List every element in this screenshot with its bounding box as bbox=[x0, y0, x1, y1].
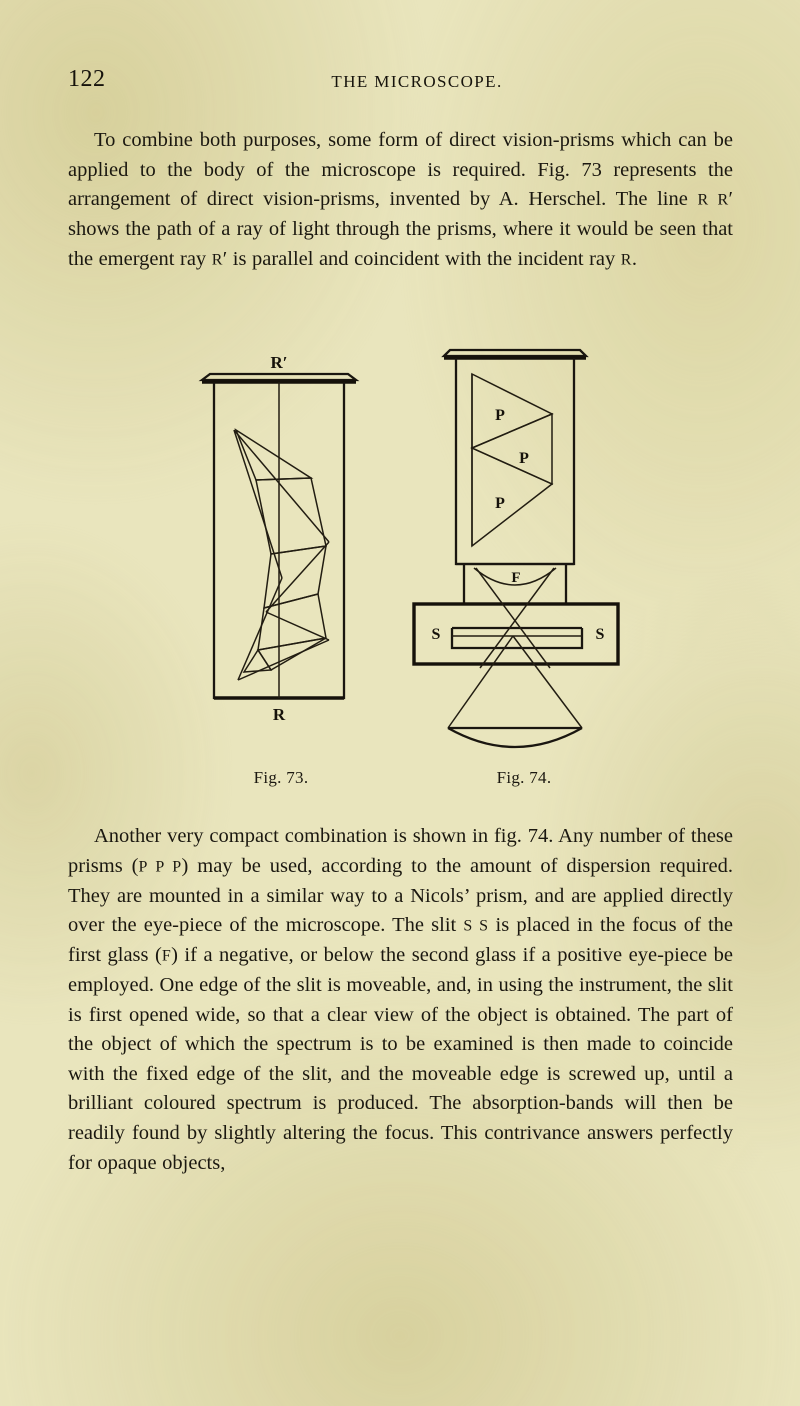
fig74-lens-f-curve bbox=[473, 567, 557, 586]
fig73-ray-path bbox=[233, 429, 330, 681]
fig74-prism-middle bbox=[470, 412, 553, 486]
p2-seg-d: ) if a negative, or below the second gla… bbox=[68, 944, 733, 1174]
fig73-label-r: R bbox=[273, 705, 286, 724]
p2-seg-a: Another very compact combination is show… bbox=[68, 825, 733, 877]
p1-smallcaps-r3: R bbox=[620, 251, 632, 269]
p2-smallcaps-f: F bbox=[161, 947, 172, 965]
p1-prime-1: ′ bbox=[728, 188, 734, 211]
fig74-slit-housing bbox=[412, 602, 620, 666]
fig74-label-s-right: S bbox=[596, 626, 605, 643]
p1-seg-b: shows the path of a ray of light through… bbox=[68, 218, 733, 270]
p1-prime-2: ′ bbox=[222, 247, 228, 270]
fig73-label-r-prime: R′ bbox=[270, 353, 287, 372]
p2-smallcaps-ss: S S bbox=[463, 917, 489, 935]
p1-seg-c: is parallel and coincident with the inci… bbox=[227, 247, 621, 270]
fig74-bottom-lens bbox=[447, 726, 583, 749]
fig73-tube-cap bbox=[198, 372, 360, 384]
fig74-prism-lower bbox=[471, 446, 554, 548]
fig74-ray-cone bbox=[447, 567, 583, 729]
p1-seg-a: To combine both purposes, some form of d… bbox=[68, 129, 733, 211]
page-folio-number: 122 bbox=[68, 66, 106, 92]
fig74-label-p-upper: P bbox=[495, 407, 505, 424]
fig74-label-p-middle: P bbox=[519, 450, 529, 467]
fig74-prism-stack bbox=[470, 372, 554, 548]
fig74-prism-barrel bbox=[454, 358, 576, 566]
running-head: 122 THE MICROSCOPE. bbox=[68, 66, 732, 92]
body-paragraph-one: To combine both purposes, some form of d… bbox=[68, 126, 733, 275]
body-paragraph-two: Another very compact combination is show… bbox=[68, 822, 733, 1178]
p1-smallcaps-rr: R R bbox=[697, 191, 729, 209]
p1-seg-d: . bbox=[631, 247, 637, 270]
fig74-tube-cap bbox=[441, 348, 589, 360]
paragraph-two-text: Another very compact combination is show… bbox=[68, 822, 733, 1178]
fig74-label-s-left: S bbox=[432, 626, 441, 643]
figure-74-caption: Fig. 74. bbox=[496, 768, 552, 787]
fig73-prism-train bbox=[234, 428, 327, 673]
figure-74-illustration: P P P F S S bbox=[412, 348, 620, 749]
figure-band: R′ R Fig. 73. P P P bbox=[0, 336, 800, 806]
p2-seg-c: is placed in the focus of the first glas… bbox=[68, 914, 733, 967]
p2-smallcaps-ppp: P P P bbox=[138, 857, 182, 875]
figure-73-illustration: R′ R bbox=[198, 353, 360, 724]
fig74-label-p-lower: P bbox=[495, 495, 505, 512]
fig74-label-f: F bbox=[511, 570, 520, 586]
fig74-first-glass-section: F bbox=[456, 562, 574, 604]
fig74-prism-upper bbox=[471, 372, 554, 450]
p2-seg-b: ) may be used, according to the amount o… bbox=[68, 854, 733, 937]
paragraph-one-text: To combine both purposes, some form of d… bbox=[68, 126, 733, 275]
running-head-title: THE MICROSCOPE. bbox=[331, 72, 503, 91]
figure-73-caption: Fig. 73. bbox=[253, 768, 309, 787]
p1-smallcaps-r2: R bbox=[211, 251, 223, 269]
